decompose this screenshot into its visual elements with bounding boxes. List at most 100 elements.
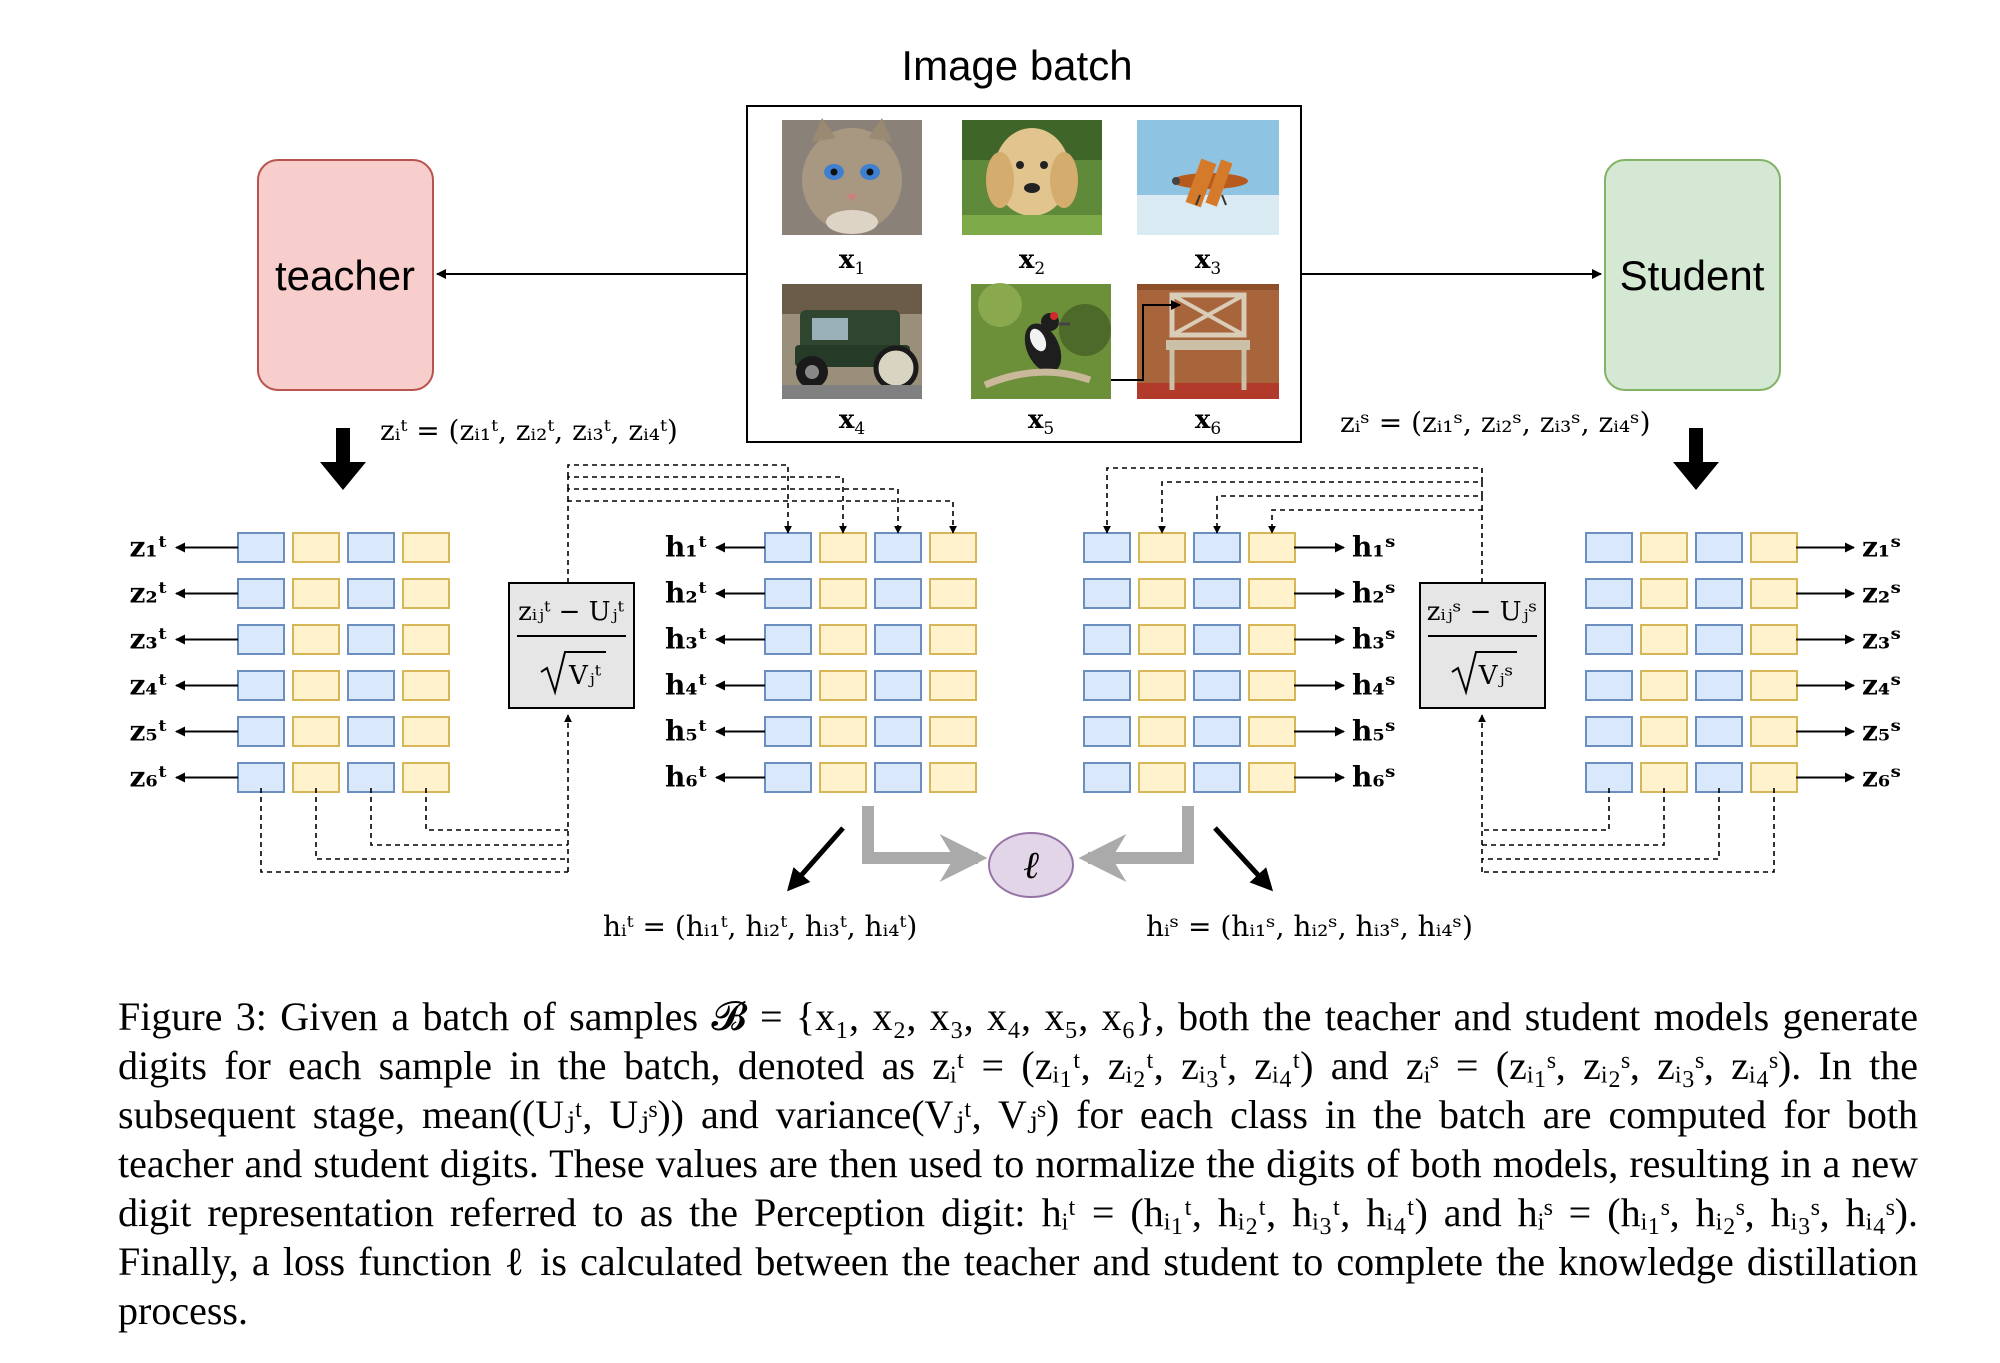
gray-arrow-student-to-loss bbox=[1078, 806, 1194, 882]
teacher-h-cell-r4-c3 bbox=[874, 670, 922, 701]
student-h-cell-r3-c1 bbox=[1083, 624, 1131, 655]
teacher-dashed-connectors bbox=[260, 464, 957, 873]
teacher-h-cell-r5-c1 bbox=[764, 716, 812, 747]
student-h-cell-r4-c2 bbox=[1138, 670, 1186, 701]
teacher-h-cell-r5-c2 bbox=[819, 716, 867, 747]
teacher-model-box bbox=[257, 159, 434, 391]
figure-caption: Figure 3: Given a batch of samples 𝓑 = {… bbox=[118, 994, 1918, 1333]
teacher-logits-def: zᵢᵗ = (zᵢ₁ᵗ, zᵢ₂ᵗ, zᵢ₃ᵗ, zᵢ₄ᵗ) bbox=[380, 414, 678, 447]
teacher-h-cell-r3-c4 bbox=[929, 624, 977, 655]
student-h-cell-r5-c3 bbox=[1193, 716, 1241, 747]
student-h-cell-r3-c4 bbox=[1248, 624, 1296, 655]
student-z-cell-r2-c4 bbox=[1750, 578, 1798, 609]
image-x1-cat bbox=[782, 118, 922, 235]
teacher-h-cell-r1-c3 bbox=[874, 532, 922, 563]
student-z-row-label-4: z₄ˢ bbox=[1862, 669, 1901, 702]
internal-arrow bbox=[1111, 300, 1181, 381]
student-h-cell-r1-c3 bbox=[1193, 532, 1241, 563]
student-h-cell-r1-c2 bbox=[1138, 532, 1186, 563]
student-h-cell-r2-c1 bbox=[1083, 578, 1131, 609]
student-z-cell-r4-c3 bbox=[1695, 670, 1743, 701]
student-h-cell-r5-c2 bbox=[1138, 716, 1186, 747]
teacher-z-row-label-2: z₂ᵗ bbox=[129, 577, 168, 610]
teacher-norm-denominator: Vⱼᵗ bbox=[568, 661, 602, 691]
teacher-z-cell-r1-c2 bbox=[292, 532, 340, 563]
student-z-cell-r1-c2 bbox=[1640, 532, 1688, 563]
teacher-h-row-label-5: h₅ᵗ bbox=[665, 715, 708, 748]
student-logit-grid bbox=[1585, 532, 1798, 793]
student-h-row-label-2: h₂ˢ bbox=[1352, 577, 1396, 610]
student-z-row-label-1: z₁ˢ bbox=[1862, 531, 1901, 564]
arrow-to-teacher-h-def bbox=[787, 826, 845, 892]
student-model-box bbox=[1604, 159, 1781, 391]
teacher-h-row-label-3: h₃ᵗ bbox=[665, 623, 708, 656]
teacher-label: teacher bbox=[275, 252, 415, 299]
teacher-h-cell-r4-c1 bbox=[764, 670, 812, 701]
teacher-z-cell-r2-c4 bbox=[402, 578, 450, 609]
thick-arrow-student-down bbox=[1673, 428, 1719, 490]
student-z-cell-r5-c1 bbox=[1585, 716, 1633, 747]
student-z-cell-r1-c4 bbox=[1750, 532, 1798, 563]
teacher-z-row-label-3: z₃ᵗ bbox=[129, 623, 168, 656]
student-h-def: hᵢˢ = (hᵢ₁ˢ, hᵢ₂ˢ, hᵢ₃ˢ, hᵢ₄ˢ) bbox=[1146, 910, 1473, 943]
teacher-h-cell-r2-c4 bbox=[929, 578, 977, 609]
image-label-x5: x5 bbox=[1028, 405, 1054, 439]
student-h-row-label-3: h₃ˢ bbox=[1352, 623, 1396, 656]
teacher-h-cell-r1-c2 bbox=[819, 532, 867, 563]
student-z-row-label-5: z₅ˢ bbox=[1862, 715, 1901, 748]
teacher-h-cell-r5-c3 bbox=[874, 716, 922, 747]
student-z-cell-r6-c2 bbox=[1640, 762, 1688, 793]
gray-arrow-teacher-to-loss bbox=[862, 806, 988, 882]
image-x4-car bbox=[782, 284, 922, 399]
teacher-z-cell-r3-c1 bbox=[237, 624, 285, 655]
student-dashed-connectors bbox=[1103, 467, 1775, 873]
teacher-z-cell-r2-c1 bbox=[237, 578, 285, 609]
teacher-z-cell-r4-c4 bbox=[402, 670, 450, 701]
student-h-cell-r2-c3 bbox=[1193, 578, 1241, 609]
student-z-cell-r4-c1 bbox=[1585, 670, 1633, 701]
teacher-z-cell-r4-c2 bbox=[292, 670, 340, 701]
teacher-norm-numerator: zᵢⱼᵗ − Uⱼᵗ bbox=[518, 597, 624, 627]
teacher-z-cell-r3-c4 bbox=[402, 624, 450, 655]
teacher-h-cell-r6-c1 bbox=[764, 762, 812, 793]
student-normalization-box: zᵢⱼˢ − Uⱼˢ Vⱼˢ bbox=[1419, 582, 1546, 709]
student-h-cell-r3-c3 bbox=[1193, 624, 1241, 655]
teacher-z-row-label-5: z₅ᵗ bbox=[129, 715, 168, 748]
student-z-cell-r1-c3 bbox=[1695, 532, 1743, 563]
image-x5-woodpecker bbox=[971, 283, 1111, 399]
student-h-cell-r2-c2 bbox=[1138, 578, 1186, 609]
teacher-z-cell-r6-c4 bbox=[402, 762, 450, 793]
student-h-cell-r1-c4 bbox=[1248, 532, 1296, 563]
teacher-z-cell-r1-c3 bbox=[347, 532, 395, 563]
image-x2-puppy bbox=[962, 120, 1102, 235]
teacher-z-cell-r6-c1 bbox=[237, 762, 285, 793]
student-h-cell-r6-c1 bbox=[1083, 762, 1131, 793]
student-z-cell-r2-c3 bbox=[1695, 578, 1743, 609]
teacher-z-cell-r2-c3 bbox=[347, 578, 395, 609]
student-h-cell-r3-c2 bbox=[1138, 624, 1186, 655]
teacher-z-cell-r4-c1 bbox=[237, 670, 285, 701]
student-h-cell-r6-c3 bbox=[1193, 762, 1241, 793]
student-h-cell-r5-c4 bbox=[1248, 716, 1296, 747]
teacher-h-cell-r1-c4 bbox=[929, 532, 977, 563]
student-z-cell-r3-c1 bbox=[1585, 624, 1633, 655]
teacher-z-cell-r1-c4 bbox=[402, 532, 450, 563]
teacher-z-cell-r3-c3 bbox=[347, 624, 395, 655]
teacher-z-cell-r6-c2 bbox=[292, 762, 340, 793]
teacher-h-cell-r3-c3 bbox=[874, 624, 922, 655]
teacher-h-cell-r5-c4 bbox=[929, 716, 977, 747]
teacher-z-cell-r6-c3 bbox=[347, 762, 395, 793]
student-z-cell-r2-c1 bbox=[1585, 578, 1633, 609]
thick-arrow-teacher-down bbox=[320, 428, 366, 490]
teacher-normalization-box: zᵢⱼᵗ − Uⱼᵗ Vⱼᵗ bbox=[508, 582, 635, 709]
teacher-h-row-label-1: h₁ᵗ bbox=[665, 531, 708, 564]
image-x3-biplane bbox=[1137, 120, 1279, 235]
student-z-cell-r1-c1 bbox=[1585, 532, 1633, 563]
student-perception-grid bbox=[1083, 532, 1296, 793]
teacher-h-def: hᵢᵗ = (hᵢ₁ᵗ, hᵢ₂ᵗ, hᵢ₃ᵗ, hᵢ₄ᵗ) bbox=[603, 910, 917, 943]
image-x6-chair bbox=[1137, 284, 1279, 399]
student-h-row-label-5: h₅ˢ bbox=[1352, 715, 1396, 748]
